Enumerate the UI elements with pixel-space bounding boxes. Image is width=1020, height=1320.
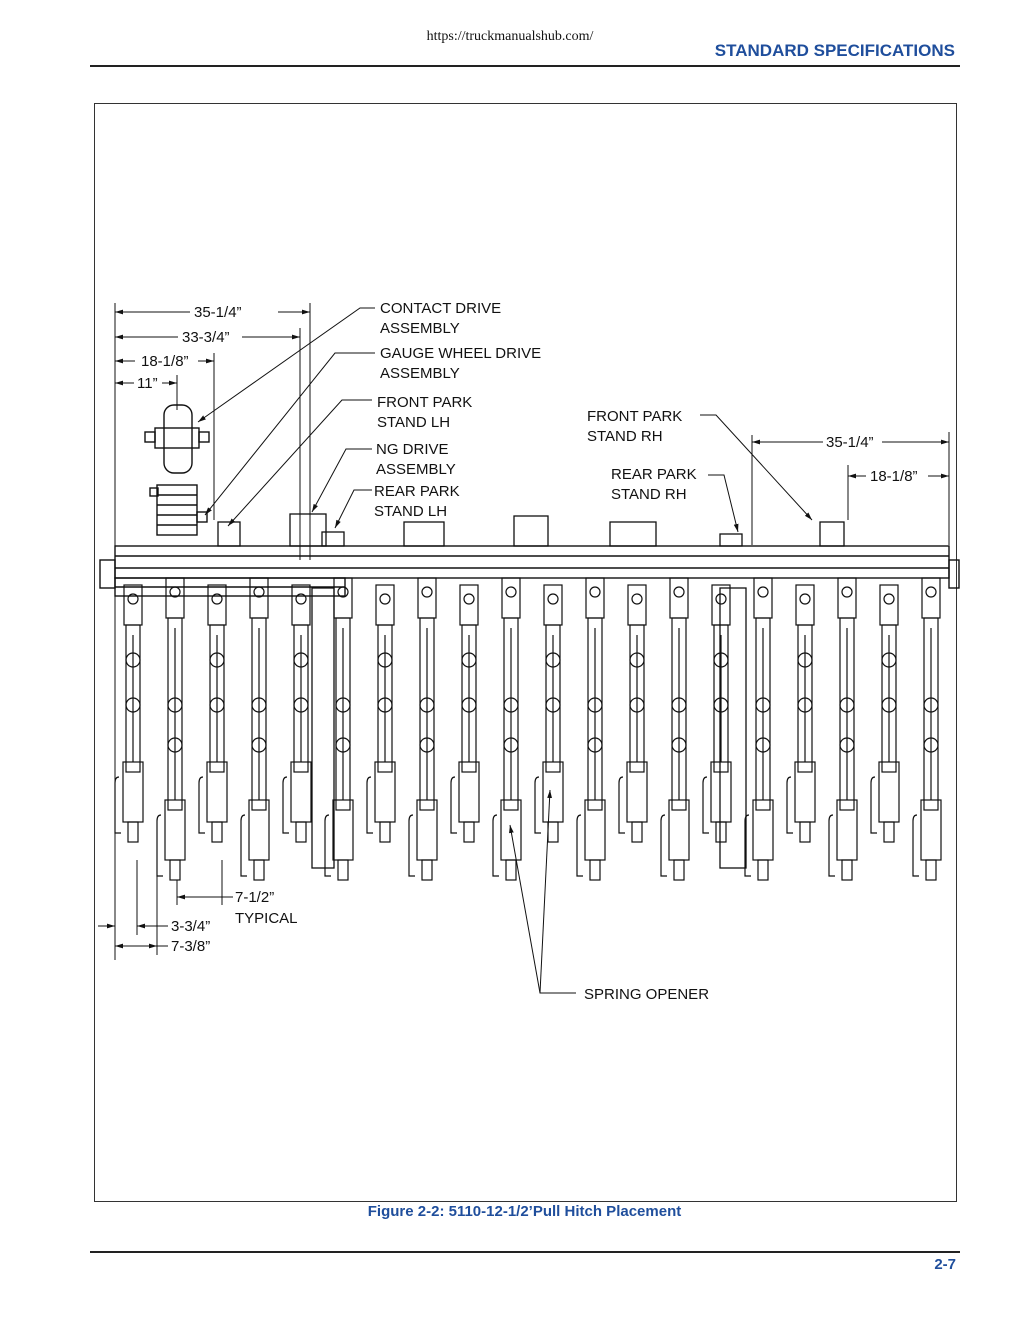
label-gauge-wheel: GAUGE WHEEL DRIVE: [380, 345, 541, 362]
row-unit: [786, 584, 816, 843]
source-url: https://truckmanualshub.com/: [426, 29, 594, 44]
dim-35-1-4-left: 35-1/4”: [194, 304, 242, 321]
dim-3-3-4: 3-3/4”: [171, 918, 210, 935]
dim-35-1-4-right: 35-1/4”: [826, 434, 874, 451]
row-unit: [870, 584, 900, 843]
label-ng-drive-2: ASSEMBLY: [376, 461, 456, 478]
row-unit: [114, 584, 144, 843]
label-front-park-lh: FRONT PARK: [377, 394, 472, 411]
label-front-park-rh: FRONT PARK: [587, 408, 682, 425]
row-unit: [534, 584, 564, 843]
label-spring-opener: SPRING OPENER: [584, 986, 709, 1003]
label-contact-drive: CONTACT DRIVE: [380, 300, 501, 317]
label-rear-park-lh-2: STAND LH: [374, 503, 447, 520]
label-ng-drive: NG DRIVE: [376, 441, 449, 458]
gauge-wheel-tower: [144, 404, 210, 536]
row-unit: [366, 584, 396, 843]
dim-typical: TYPICAL: [235, 910, 298, 927]
row-unit: [198, 584, 228, 843]
label-front-park-lh-2: STAND LH: [377, 414, 450, 431]
row-unit: [450, 584, 480, 843]
row-unit: [492, 577, 522, 881]
row-unit: [156, 577, 186, 881]
footer-rule: [90, 1251, 960, 1253]
row-unit: [912, 577, 942, 881]
leader-lines: [197, 307, 813, 994]
figure-frame: [94, 103, 957, 1202]
toolbar-frame: [99, 545, 960, 597]
stand-mounts: [217, 513, 845, 869]
dim-7-3-8: 7-3/8”: [171, 938, 210, 955]
label-rear-park-lh: REAR PARK: [374, 483, 460, 500]
dim-11: 11”: [137, 375, 158, 392]
header-rule: [90, 65, 960, 67]
label-contact-drive-2: ASSEMBLY: [380, 320, 460, 337]
label-rear-park-rh: REAR PARK: [611, 466, 697, 483]
row-unit: [702, 584, 732, 843]
row-unit: [408, 577, 438, 881]
dimension-lines: [98, 303, 950, 960]
page-number: 2-7: [934, 1256, 956, 1273]
row-unit: [282, 584, 312, 843]
row-unit: [828, 577, 858, 881]
row-unit: [618, 584, 648, 843]
dim-33-3-4: 33-3/4”: [182, 329, 230, 346]
row-units: [114, 577, 942, 881]
row-unit: [324, 577, 354, 881]
figure-labels: 35-1/4” 33-3/4” 18-1/8” 11” 35-1/4” 18-1…: [137, 300, 918, 1003]
row-unit: [240, 577, 270, 881]
figure-caption: Figure 2-2: 5110-12-1/2’Pull Hitch Place…: [367, 1203, 682, 1220]
label-front-park-rh-2: STAND RH: [587, 428, 663, 445]
label-rear-park-rh-2: STAND RH: [611, 486, 687, 503]
row-unit: [576, 577, 606, 881]
section-title: STANDARD SPECIFICATIONS: [714, 41, 955, 60]
dim-18-1-8-right: 18-1/8”: [870, 468, 918, 485]
row-unit: [660, 577, 690, 881]
label-gauge-wheel-2: ASSEMBLY: [380, 365, 460, 382]
dim-7-1-2: 7-1/2”: [235, 889, 274, 906]
dim-18-1-8-left: 18-1/8”: [141, 353, 189, 370]
row-unit: [744, 577, 774, 881]
